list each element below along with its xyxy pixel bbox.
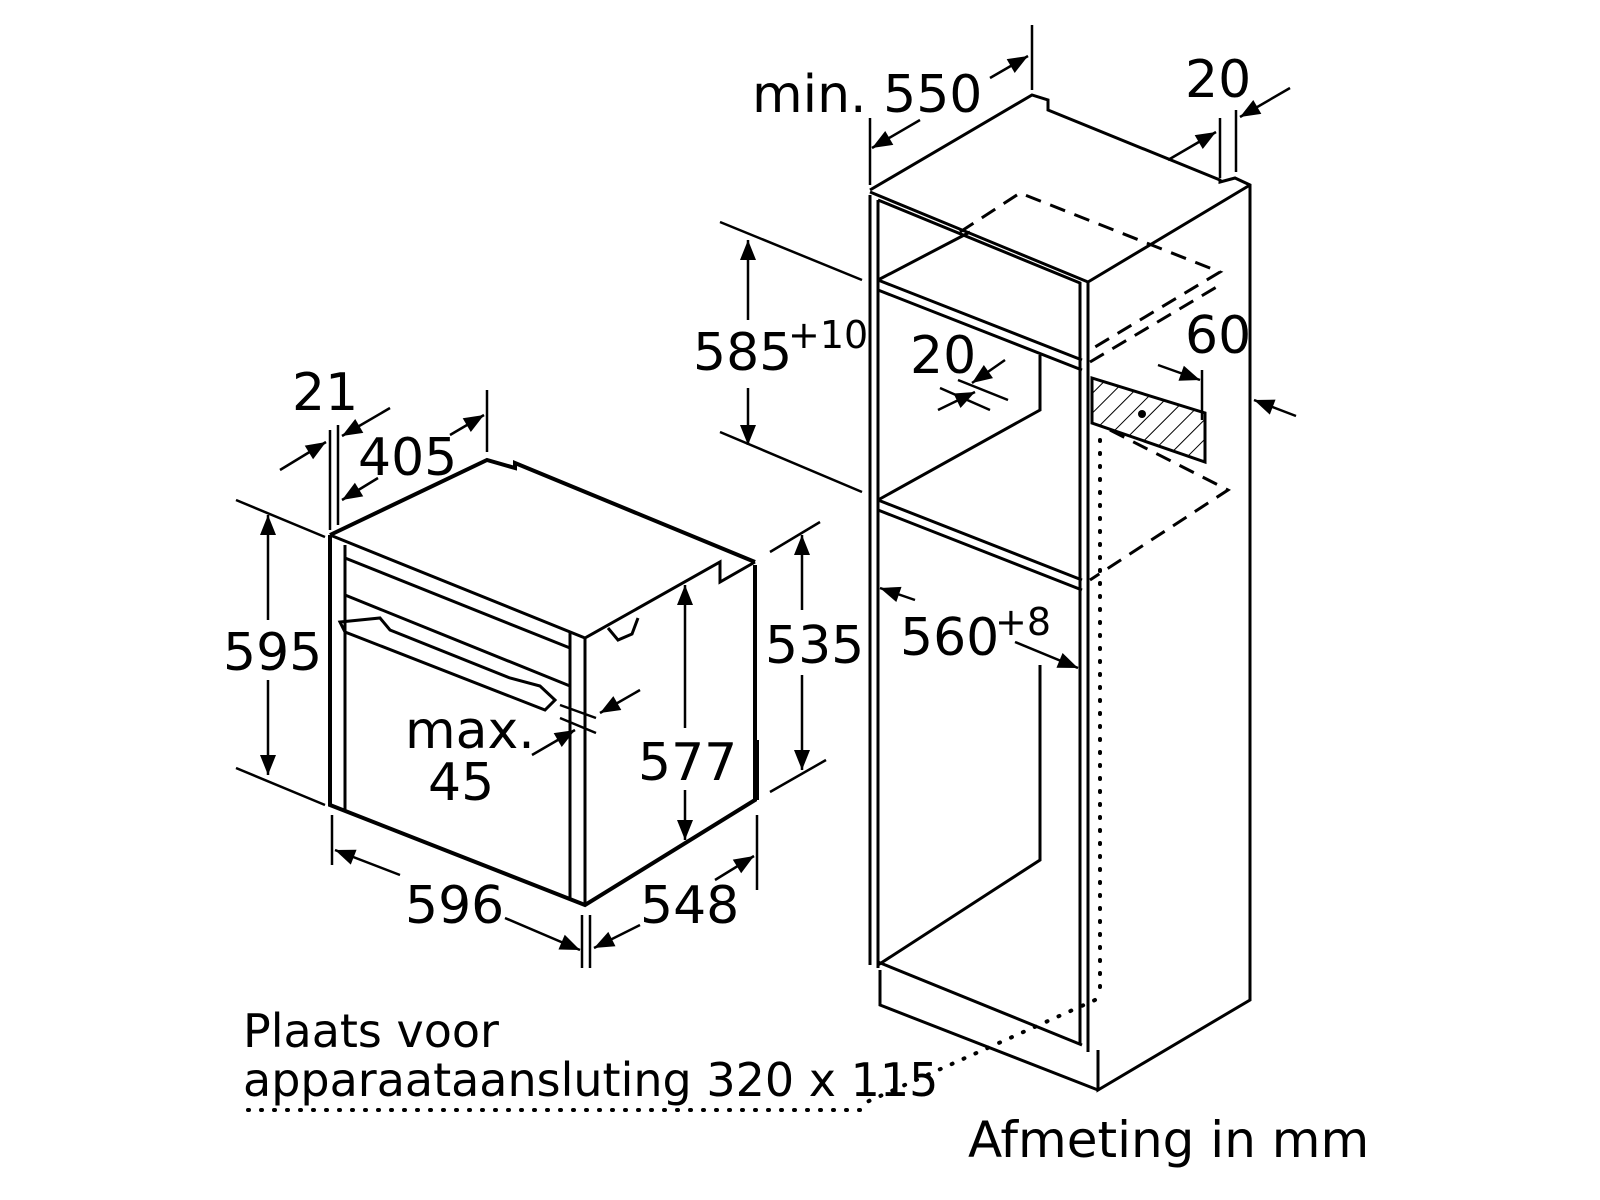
dim-label-585: 585 <box>693 323 792 383</box>
dim-label-20-shelf: 20 <box>910 326 976 386</box>
dim-label-405: 405 <box>358 428 457 488</box>
cabinet-drawing <box>246 93 1252 1112</box>
dim-label-560-tolerance: +8 <box>995 600 1051 644</box>
vent-opening-hatched <box>1090 375 1207 465</box>
dim-label-max: max. <box>405 701 535 761</box>
dim-label-596: 596 <box>405 876 504 936</box>
dim-label-min-550: min. 550 <box>752 65 982 125</box>
dim-label-20-back: 20 <box>1185 50 1251 110</box>
oven-dimensions <box>235 390 827 968</box>
note-connection-line2: apparaataansluting 320 x 115 <box>243 1053 938 1107</box>
dim-label-595: 595 <box>223 623 322 683</box>
note-connection-line1: Plaats voor <box>243 1004 499 1058</box>
dim-label-548: 548 <box>640 876 739 936</box>
dim-label-585-tolerance: +10 <box>788 313 868 357</box>
cabinet-dimensions <box>719 25 1297 670</box>
oven-handle <box>337 616 558 712</box>
dim-label-535: 535 <box>765 616 864 676</box>
dim-label-45: 45 <box>428 753 494 813</box>
dim-label-21: 21 <box>292 363 358 423</box>
dim-label-577: 577 <box>638 733 737 793</box>
dim-label-560: 560 <box>900 608 999 668</box>
dim-label-60: 60 <box>1185 306 1251 366</box>
units-note: Afmeting in mm <box>968 1111 1369 1169</box>
oven-drawing <box>328 457 759 908</box>
